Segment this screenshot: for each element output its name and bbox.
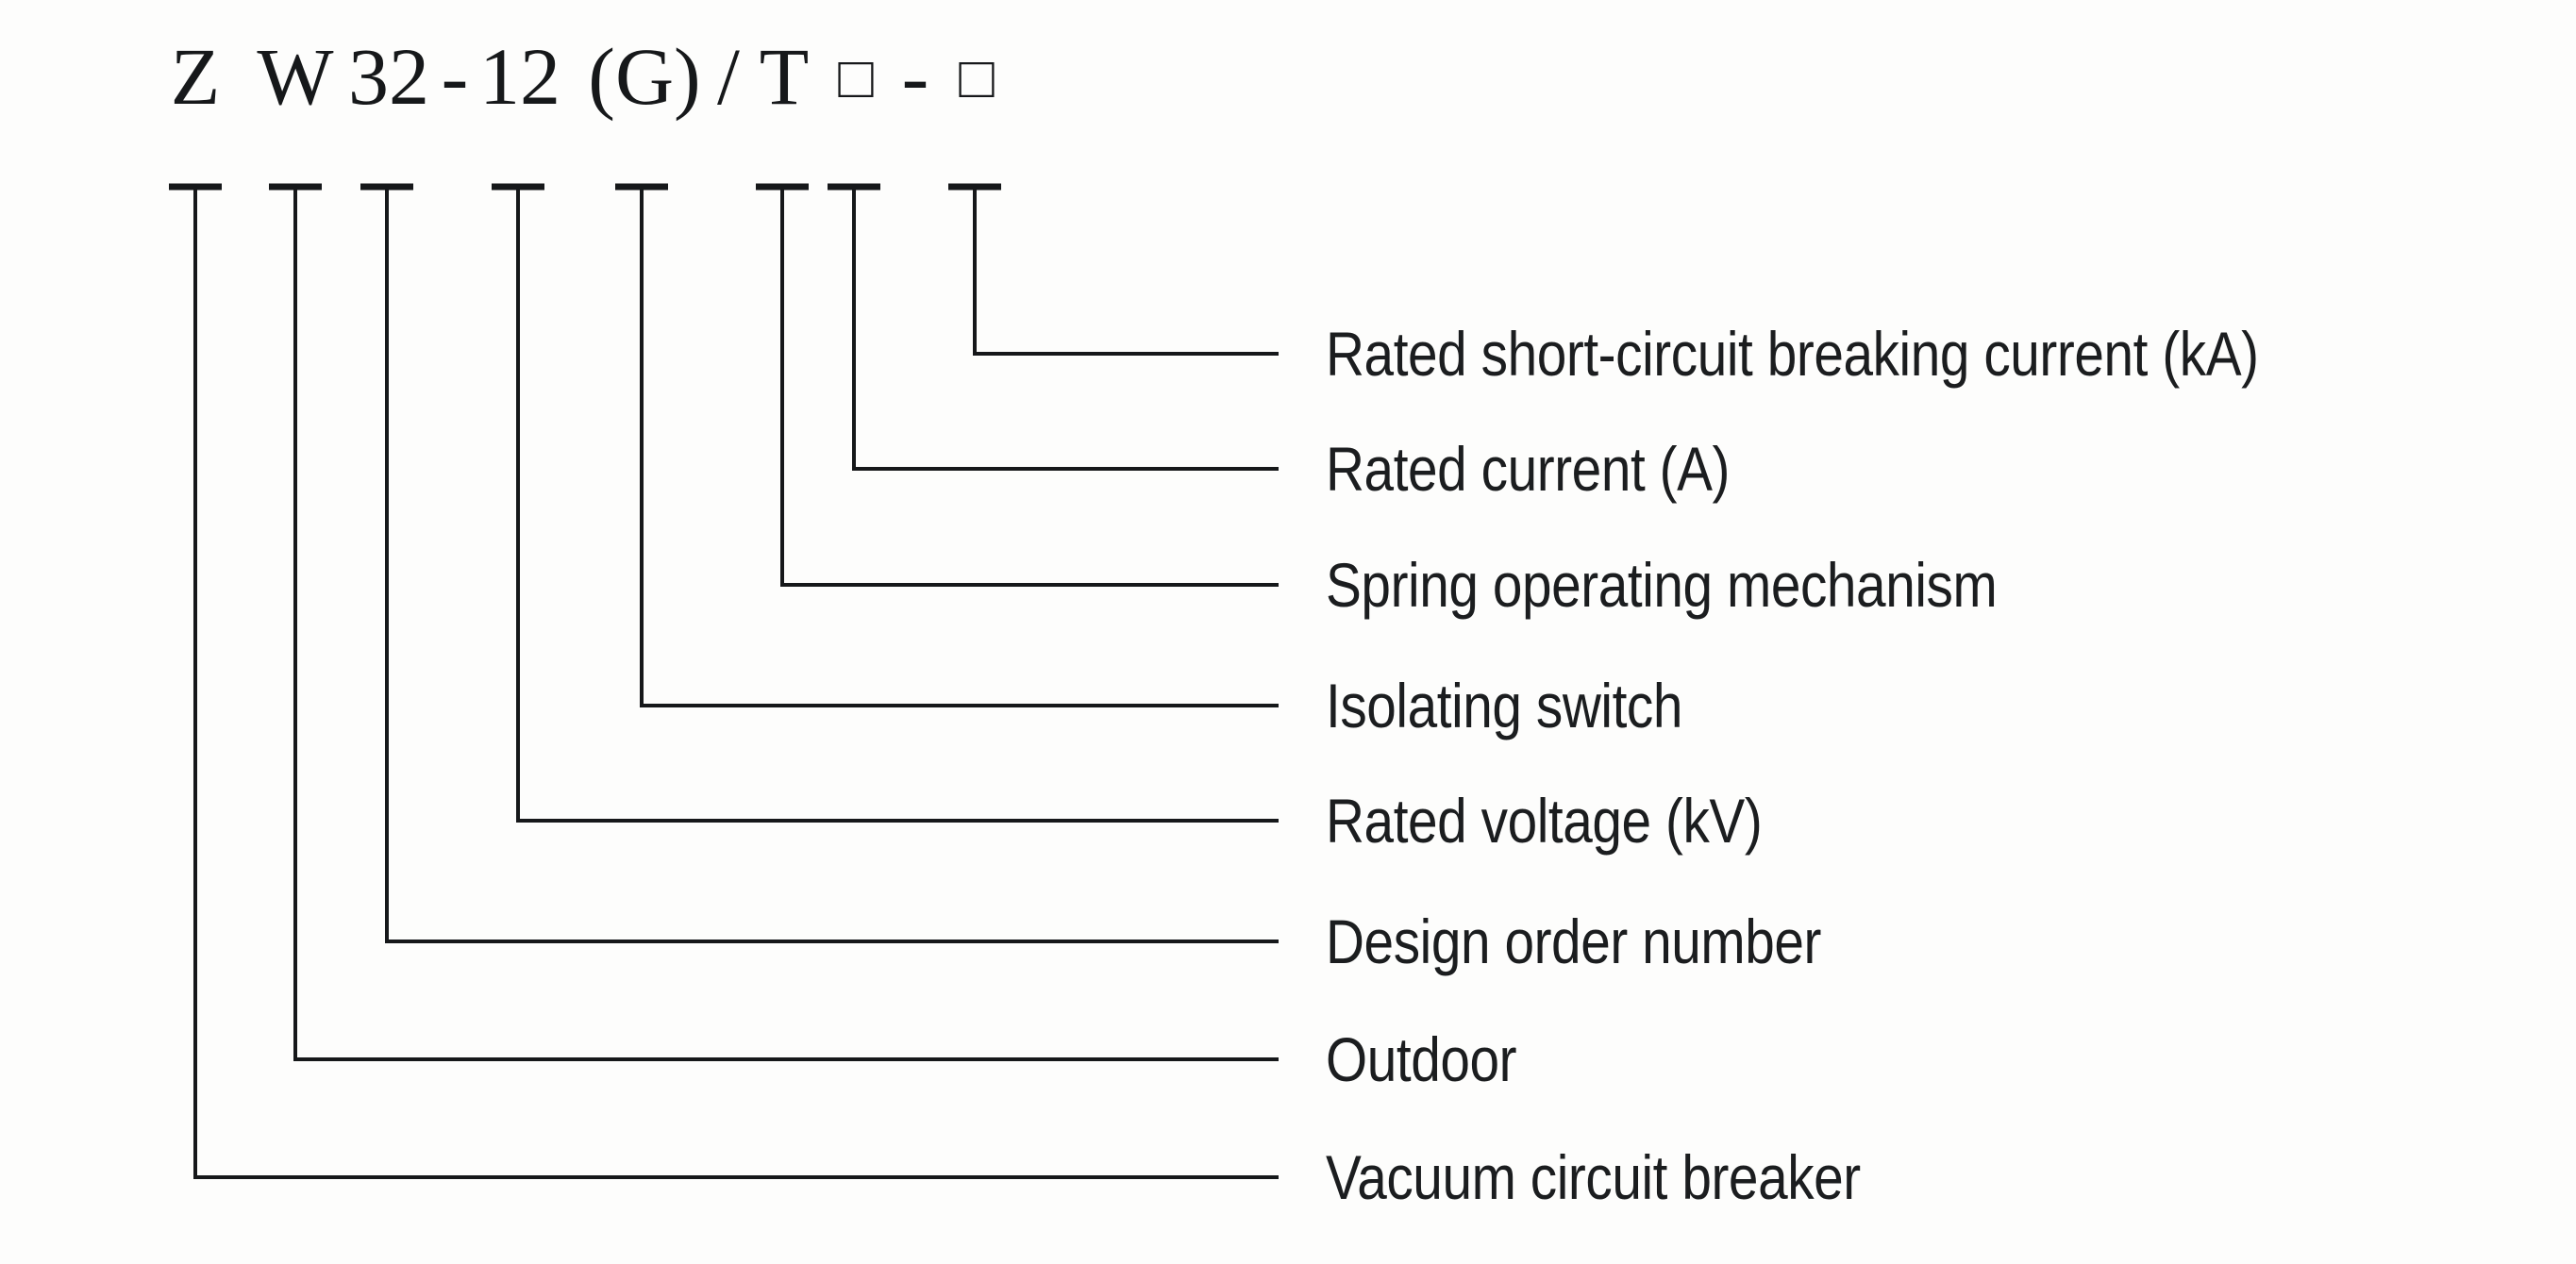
code-segment-3: 32 (348, 31, 429, 122)
callout-vacuum-breaker-leader (169, 183, 1279, 1179)
code-separator-3: - (901, 31, 929, 122)
callout-rated-current: Rated current (A) (1326, 438, 1796, 500)
code-segment-2: W (257, 31, 334, 122)
callout-isolating-switch-leader (615, 183, 1279, 707)
code-segment-1: Z (170, 31, 221, 122)
leader-elbow-4 (640, 187, 1279, 707)
callout-spring-mechanism: Spring operating mechanism (1326, 554, 2106, 616)
callout-breaking-current: Rated short-circuit breaking current (kA… (1326, 323, 2411, 385)
code-segment-5: (G) (588, 31, 701, 122)
callout-vacuum-breaker: Vacuum circuit breaker (1326, 1146, 1948, 1208)
callout-rated-current-text: Rated current (A) (1326, 434, 1731, 504)
callout-vacuum-breaker-text: Vacuum circuit breaker (1326, 1142, 1861, 1212)
callout-isolating-switch: Isolating switch (1326, 674, 1741, 737)
callout-breaking-current-leader (948, 183, 1279, 356)
code-segment-7: □ (838, 45, 874, 110)
leader-elbow-7 (293, 187, 1279, 1061)
code-segment-4: 12 (479, 31, 560, 122)
callout-outdoor-leader (269, 183, 1279, 1061)
callout-spring-mechanism-leader (756, 183, 1279, 587)
callout-rated-current-leader (828, 183, 1279, 471)
callout-rated-voltage: Rated voltage (kV) (1326, 790, 1833, 852)
callout-breaking-current-text: Rated short-circuit breaking current (kA… (1326, 319, 2259, 389)
leader-elbow-1 (973, 187, 1279, 356)
callout-design-order-leader (360, 183, 1279, 943)
leader-elbow-2 (852, 187, 1279, 471)
callout-design-order-text: Design order number (1326, 906, 1822, 976)
code-segment-8: □ (959, 45, 995, 110)
callout-outdoor-text: Outdoor (1326, 1024, 1517, 1094)
callout-spring-mechanism-text: Spring operating mechanism (1326, 550, 1998, 620)
leader-elbow-3 (780, 187, 1279, 587)
code-separator-2: / (717, 31, 740, 122)
callout-outdoor: Outdoor (1326, 1028, 1547, 1090)
callout-isolating-switch-text: Isolating switch (1326, 671, 1682, 740)
code-segment-6: T (759, 31, 810, 122)
leader-elbow-8 (193, 187, 1279, 1179)
callout-rated-voltage-text: Rated voltage (kV) (1326, 786, 1763, 856)
code-separator-1: - (441, 31, 469, 122)
leader-elbow-6 (385, 187, 1279, 943)
callout-rated-voltage-leader (492, 183, 1279, 823)
callout-design-order: Design order number (1326, 910, 1901, 973)
leader-elbow-5 (516, 187, 1279, 823)
